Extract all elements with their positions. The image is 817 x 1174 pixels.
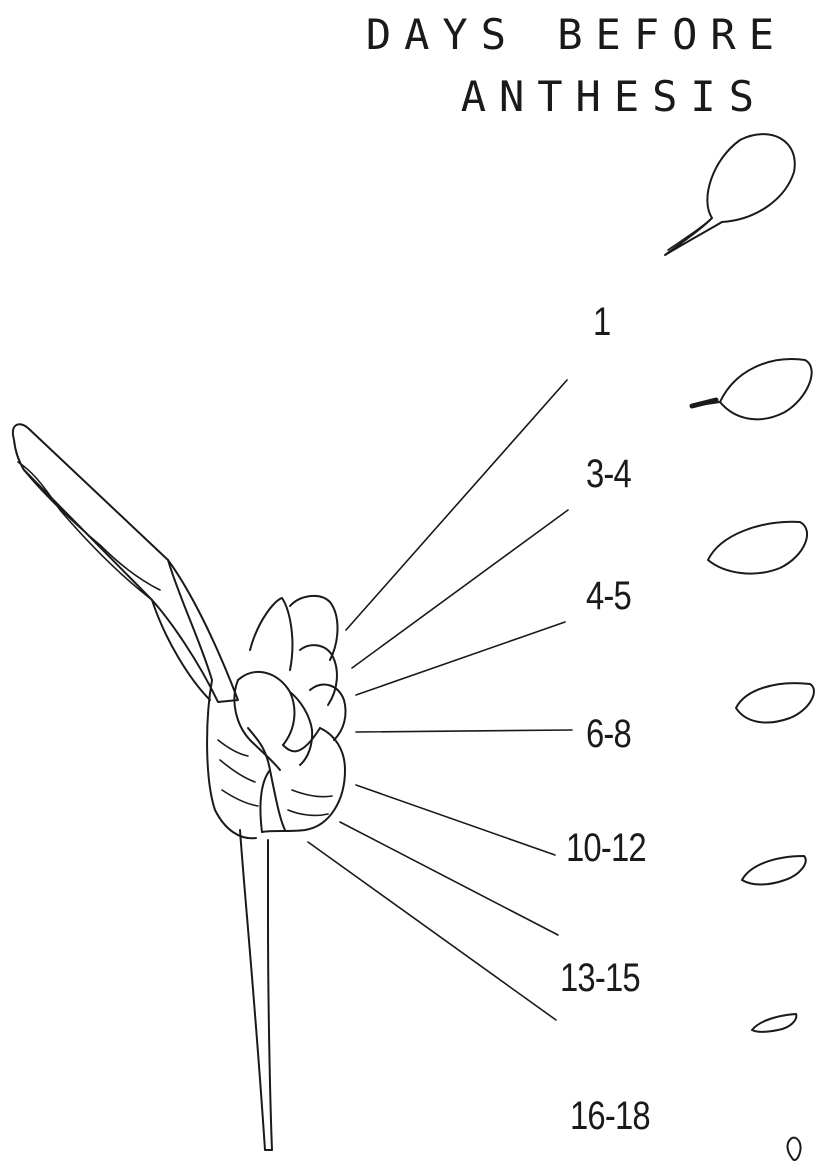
flower-outlines	[665, 134, 814, 1160]
flower-outline-2	[692, 359, 812, 419]
leader-line-3	[356, 622, 565, 695]
flower-outline-5	[742, 856, 806, 885]
stage-label-4: 6-8	[586, 712, 631, 757]
leader-line-2	[352, 510, 568, 668]
flower-outline-6	[752, 1014, 796, 1032]
sheath	[152, 560, 258, 838]
flower-stem	[240, 830, 272, 1150]
stage-label-6: 13-15	[560, 956, 640, 1001]
flower-outline-7	[788, 1138, 801, 1160]
stage-label-7: 16-18	[570, 1094, 650, 1139]
leader-line-5	[356, 785, 555, 855]
stage-label-1: 1	[593, 300, 610, 345]
leader-line-7	[308, 842, 556, 1020]
leader-line-4	[356, 730, 572, 732]
leader-line-6	[340, 822, 558, 935]
stage-label-3: 4-5	[586, 574, 631, 619]
stage-label-2: 3-4	[586, 452, 631, 497]
leader-lines	[308, 380, 572, 1020]
leaf-blade	[13, 424, 238, 702]
stage-label-5: 10-12	[566, 826, 646, 871]
flower-outline-4	[736, 683, 814, 722]
flower-head	[234, 596, 345, 832]
flower-outline-3	[708, 522, 807, 574]
flower-outline-1	[665, 134, 795, 255]
